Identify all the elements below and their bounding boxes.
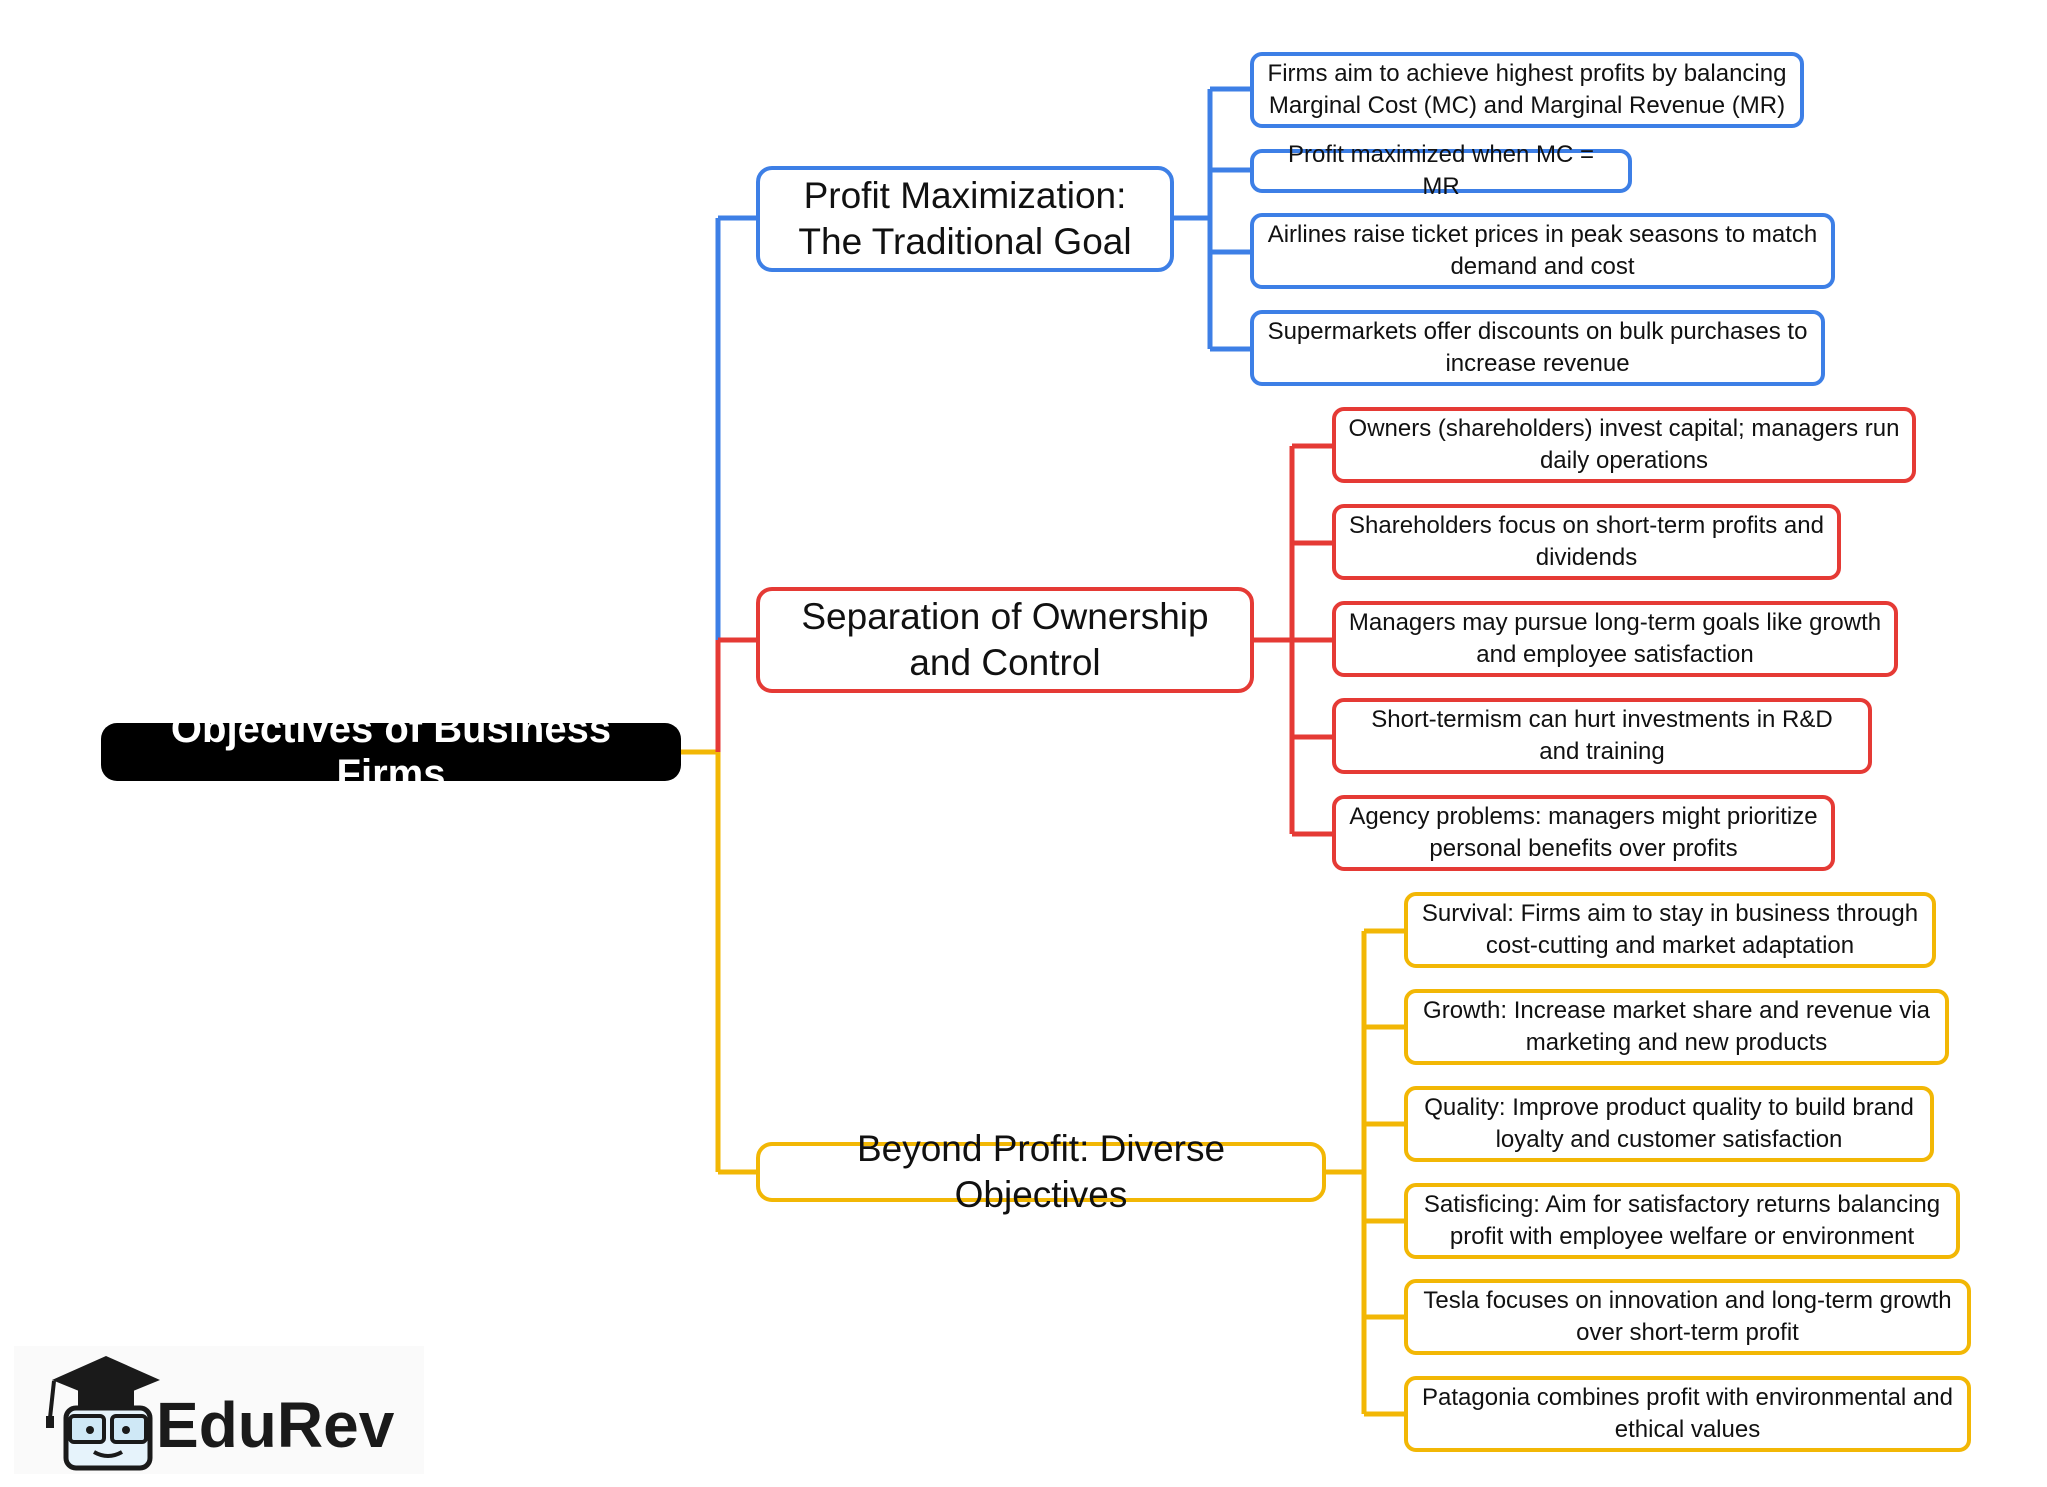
leaf-text: Quality: Improve product quality to buil… (1424, 1094, 1914, 1153)
leaf-text: Supermarkets offer discounts on bulk pur… (1267, 318, 1808, 377)
leaf-node: Survival: Firms aim to stay in business … (1404, 892, 1936, 968)
leaf-node: Managers may pursue long-term goals like… (1332, 601, 1898, 677)
graduation-cap-mascot-icon (14, 1346, 424, 1474)
leaf-node: Shareholders focus on short-term profits… (1332, 504, 1841, 580)
leaf-node: Firms aim to achieve highest profits by … (1250, 52, 1804, 128)
root-label: Objectives of Business Firms (170, 707, 612, 796)
leaf-text: Profit maximized when MC = MR (1287, 141, 1595, 200)
leaf-node: Patagonia combines profit with environme… (1404, 1376, 1971, 1452)
branch-label: Beyond Profit: Diverse Objectives (856, 1128, 1226, 1215)
branch-beyond-profit: Beyond Profit: Diverse Objectives (756, 1128, 1326, 1215)
leaf-text: Owners (shareholders) invest capital; ma… (1348, 415, 1900, 474)
leaf-node: Profit maximized when MC = MR (1250, 141, 1632, 200)
leaf-node: Satisficing: Aim for satisfactory return… (1404, 1183, 1960, 1259)
leaf-node: Tesla focuses on innovation and long-ter… (1404, 1279, 1971, 1355)
leaf-text: Agency problems: managers might prioriti… (1349, 803, 1818, 862)
brand-wordmark: EduRev (156, 1389, 395, 1461)
leaf-node: Growth: Increase market share and revenu… (1404, 989, 1949, 1065)
leaf-node: Quality: Improve product quality to buil… (1404, 1086, 1934, 1162)
leaf-text: Patagonia combines profit with environme… (1422, 1384, 1953, 1443)
leaf-node: Short-termism can hurt investments in R&… (1332, 698, 1872, 774)
root-node: Objectives of Business Firms (101, 707, 681, 796)
leaf-node: Airlines raise ticket prices in peak sea… (1250, 213, 1835, 289)
leaf-node: Owners (shareholders) invest capital; ma… (1332, 407, 1916, 483)
leaf-text: Firms aim to achieve highest profits by … (1267, 60, 1787, 119)
leaf-text: Shareholders focus on short-term profits… (1349, 512, 1824, 571)
leaf-text: Airlines raise ticket prices in peak sea… (1267, 221, 1818, 280)
branch-label: Profit Maximization: The Traditional Goa… (798, 175, 1132, 262)
leaf-text: Satisficing: Aim for satisfactory return… (1423, 1191, 1941, 1250)
branch-separation-of-ownership: Separation of Ownership and Control (756, 587, 1254, 693)
leaf-node: Agency problems: managers might prioriti… (1332, 795, 1835, 871)
leaf-text: Managers may pursue long-term goals like… (1348, 609, 1882, 668)
branch-profit-maximization: Profit Maximization: The Traditional Goa… (756, 166, 1174, 272)
leaf-text: Growth: Increase market share and revenu… (1423, 997, 1930, 1056)
leaf-text: Tesla focuses on innovation and long-ter… (1423, 1287, 1952, 1346)
branch-label: Separation of Ownership and Control (801, 596, 1209, 683)
leaf-node: Supermarkets offer discounts on bulk pur… (1250, 310, 1825, 386)
leaf-text: Short-termism can hurt investments in R&… (1371, 706, 1833, 765)
leaf-text: Survival: Firms aim to stay in business … (1421, 900, 1919, 959)
